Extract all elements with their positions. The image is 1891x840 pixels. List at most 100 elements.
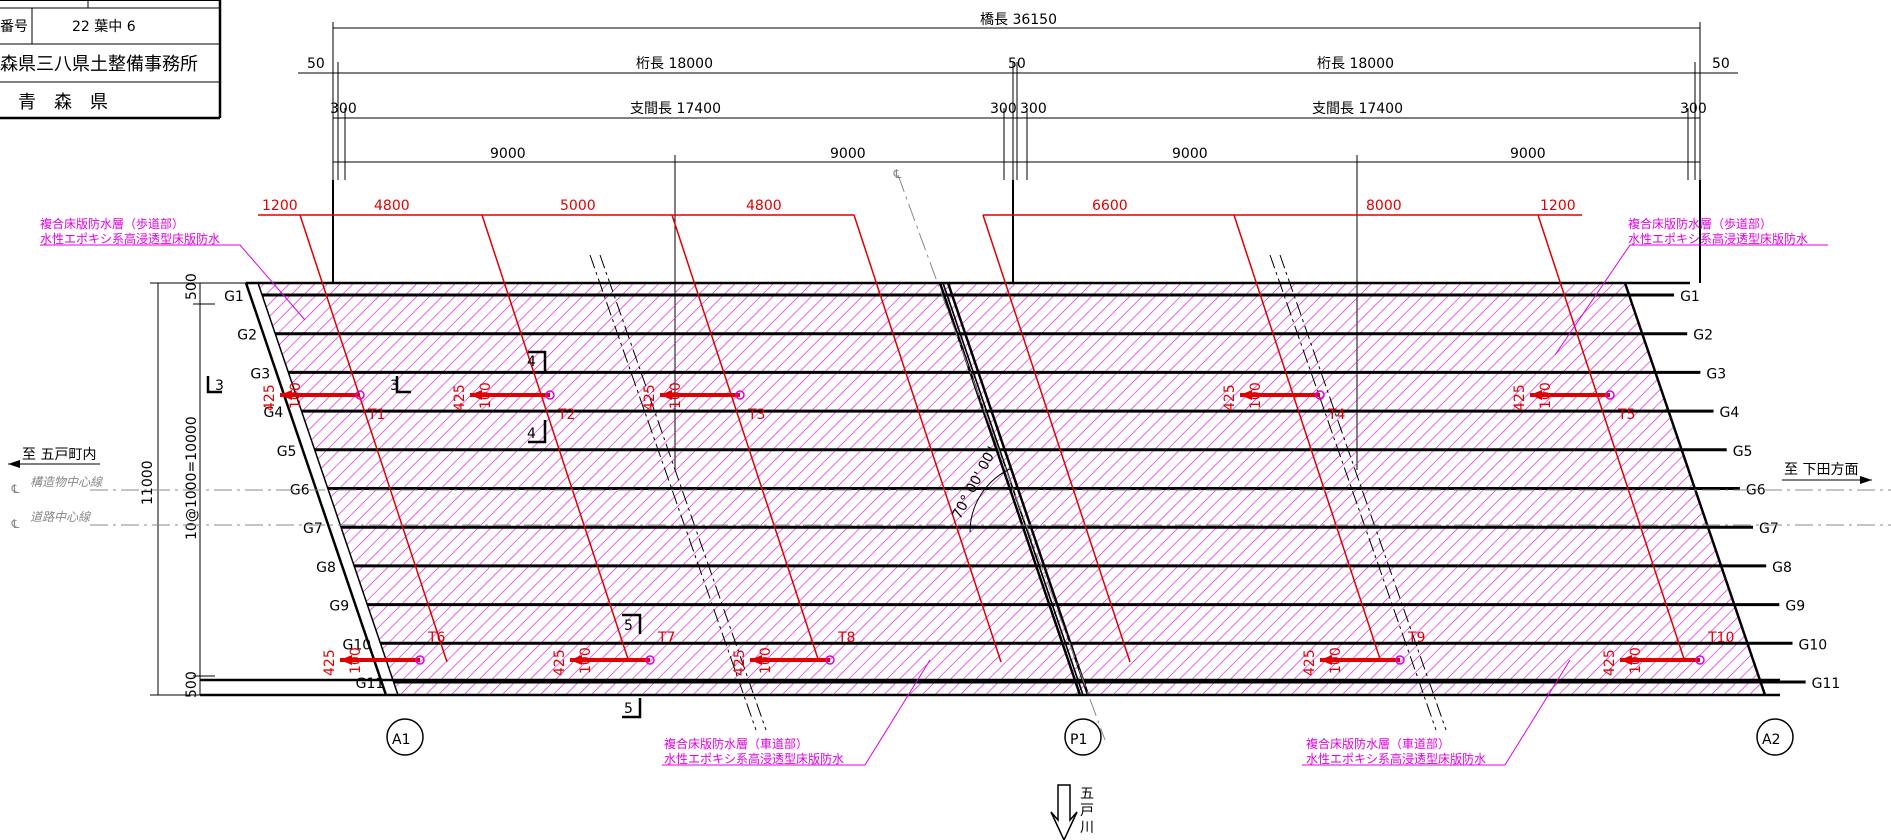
girder-end-verticals [332, 180, 1701, 283]
direction-right-label: 至 下田方面 [1784, 462, 1858, 478]
drain-label: T9 [1407, 630, 1425, 646]
drain-pipe-dim: 100 [668, 382, 684, 409]
bearing-dim-a: 300 [330, 101, 357, 117]
girder-label-left: G5 [277, 444, 297, 460]
section-marks [206, 350, 642, 719]
girder-length-right: 桁長 18000 [1317, 56, 1394, 72]
waterproofing-leaders [40, 244, 1828, 766]
edge-width-bottom: 500 [184, 671, 200, 698]
drain-arrowhead [750, 655, 762, 665]
support-a2: A2 [1756, 718, 1794, 756]
half-span-3: 9000 [1172, 146, 1208, 162]
bearing-dim-c: 300 [1020, 101, 1047, 117]
drain-pipe-dim: 100 [348, 647, 364, 674]
direction-right: 至 下田方面 [1782, 462, 1872, 484]
gap-dim-left: 50 [307, 56, 325, 72]
drain-label: T6 [427, 630, 446, 646]
support-p1-label: P1 [1070, 732, 1087, 748]
drain-arrowhead [1320, 655, 1332, 665]
drain-pipe-dim: 100 [1328, 647, 1344, 674]
drain-pipe-dim: 100 [478, 382, 494, 409]
cl-symbol-1: ℄ [10, 482, 21, 496]
drain-label: T5 [1617, 407, 1635, 423]
total-width-dim: 11000 [140, 460, 156, 505]
drain-inlet [1395, 655, 1405, 665]
half-span-2: 9000 [830, 146, 866, 162]
office-name: 森県三八県土整備事務所 [0, 54, 198, 75]
girder-label-left: G4 [264, 405, 284, 421]
girder-label-left: G3 [250, 366, 270, 382]
support-p1: P1 [1064, 718, 1102, 756]
girder-label-right: G5 [1733, 444, 1753, 460]
cross-beams [589, 254, 1447, 731]
section-3-left: 3 [215, 378, 224, 394]
drain-arrowhead [1240, 390, 1252, 400]
span-length-left: 支間長 17400 [630, 101, 721, 117]
drain-inlet [645, 655, 655, 665]
direction-left-label: 至 五戸町内 [22, 447, 96, 463]
structure-centerline-label: 構造物中心線 [30, 475, 104, 489]
drain-inlet [545, 390, 555, 400]
gap-dim-middle: 50 [1008, 56, 1026, 72]
skew-angle-arc [969, 467, 1013, 533]
girder-label-right: G2 [1693, 328, 1713, 344]
roadway-note-left-1: 複合床版防水層（車道部） [664, 736, 808, 751]
red-dim-6: 8000 [1366, 198, 1402, 214]
roadway-note-right-1: 複合床版防水層（車道部） [1306, 736, 1450, 751]
sidewalk-note-left-1: 複合床版防水層（歩道部） [40, 216, 184, 231]
half-span-4: 9000 [1510, 146, 1546, 162]
cl-symbol-3: ℄ [892, 167, 903, 181]
bridge-length-dim: 橋長 36150 [980, 12, 1057, 28]
drain-pipe-dim: 100 [1538, 382, 1554, 409]
title-block: 番号 22 葉中 6 森県三八県土整備事務所 青 森 県 [0, 0, 222, 120]
girder-label-left: G8 [316, 560, 336, 576]
girder-label-right: G6 [1746, 483, 1766, 499]
drain-offset-dim: 425 [452, 384, 468, 411]
cl-symbol-2: ℄ [10, 517, 21, 531]
girder-label-right: G1 [1680, 289, 1700, 305]
drain-pipe-dim: 100 [1248, 382, 1264, 409]
girder-label-left: G7 [303, 521, 323, 537]
drain-arrowhead [1620, 655, 1632, 665]
girder-label-left: G10 [343, 637, 372, 653]
drain-label: T8 [837, 630, 855, 646]
drain-label: T10 [1707, 630, 1734, 646]
drain-offset-dim: 425 [642, 384, 658, 411]
sidewalk-note-right-1: 複合床版防水層（歩道部） [1628, 216, 1772, 231]
drain-offset-dim: 425 [1222, 384, 1238, 411]
girder-label-right: G11 [1812, 676, 1841, 692]
red-dim-1: 1200 [262, 198, 298, 214]
bearing-dim-b: 300 [990, 101, 1017, 117]
drain-label: T1 [367, 407, 385, 423]
section-5-top: 5 [624, 618, 633, 634]
red-dim-5: 6600 [1092, 198, 1128, 214]
drain-label: T7 [657, 630, 675, 646]
girder-label-right: G4 [1720, 405, 1740, 421]
drain-inlet [1605, 390, 1615, 400]
drain-pipe-dim: 100 [1628, 647, 1644, 674]
girder-label-right: G3 [1706, 366, 1726, 382]
drain-layout-lines [258, 214, 1686, 663]
bearing-dim-d: 300 [1680, 101, 1707, 117]
direction-left: 至 五戸町内 [8, 447, 100, 468]
girder-label-left: G9 [329, 599, 349, 615]
drain-offset-dim: 425 [1302, 649, 1318, 676]
drain-offset-dim: 425 [732, 649, 748, 676]
support-a1-label: A1 [392, 732, 410, 748]
edge-width-top: 500 [184, 273, 200, 300]
span-length-right: 支間長 17400 [1312, 101, 1403, 117]
drain-arrowhead [660, 390, 672, 400]
section-3-right: 3 [390, 378, 399, 394]
section-5-bottom: 5 [624, 701, 633, 717]
sidewalk-note-left-2: 水性エポキシ系高浸透型床版防水 [40, 231, 220, 246]
girder-label-right: G8 [1772, 560, 1792, 576]
half-span-1: 9000 [490, 146, 526, 162]
drain-inlet [1695, 655, 1705, 665]
drain-arrowhead [1530, 390, 1542, 400]
girder-label-right: G10 [1799, 637, 1828, 653]
gap-dim-right: 50 [1712, 56, 1730, 72]
drain-label: T4 [1327, 407, 1346, 423]
drain-offset-dim: 425 [552, 649, 568, 676]
sidewalk-note-right-2: 水性エポキシ系高浸透型床版防水 [1628, 231, 1808, 246]
red-dim-4: 4800 [746, 198, 782, 214]
